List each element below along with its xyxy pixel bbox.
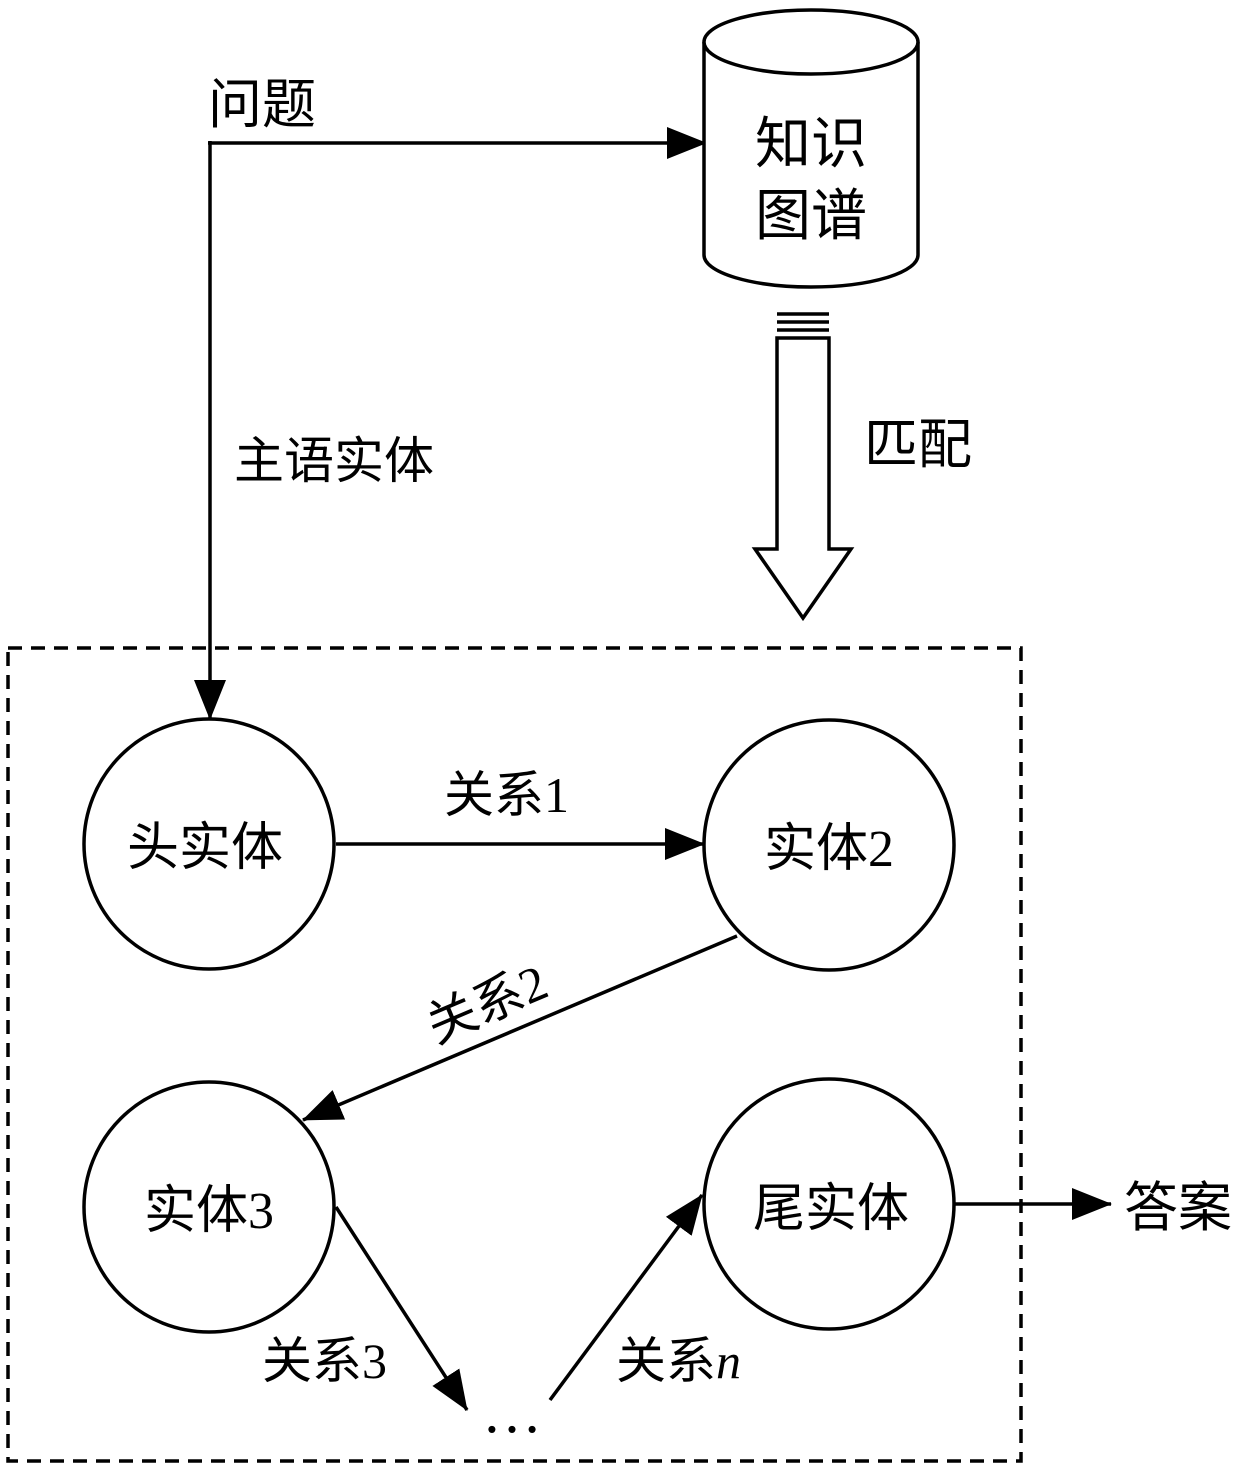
- relation-1-label: 关系1: [444, 767, 569, 823]
- ellipsis-intermediate-nodes: …: [482, 1379, 542, 1445]
- node-entity-3-label: 实体3: [144, 1183, 274, 1240]
- knowledge-graph-database: 知识 图谱: [702, 8, 920, 289]
- relation-n-edge: [548, 1193, 704, 1402]
- node-tail-entity-label: 尾实体: [753, 1181, 909, 1238]
- answer-label: 答案: [1124, 1178, 1232, 1238]
- node-head-entity: 头实体: [82, 717, 336, 971]
- question-label: 问题: [208, 75, 316, 135]
- node-entity-2: 实体2: [702, 718, 956, 972]
- kg-label-line2: 图谱: [755, 186, 867, 248]
- match-arrow: [751, 312, 855, 622]
- relation-n-label: 关系n: [616, 1333, 741, 1389]
- relation-2-edge: [302, 934, 738, 1122]
- subject-entity-label: 主语实体: [234, 433, 434, 489]
- kg-label-line1: 知识: [755, 114, 867, 176]
- relation-n-prefix: 关系: [616, 1333, 716, 1389]
- relation-n-variable: n: [716, 1333, 741, 1389]
- relation-3-label: 关系3: [262, 1333, 387, 1389]
- node-head-entity-label: 头实体: [127, 820, 283, 877]
- relation-2-label: 关系2: [418, 954, 555, 1054]
- node-entity-3: 实体3: [82, 1080, 336, 1334]
- subgraph-boundary: [6, 646, 1023, 1463]
- relation-3-edge: [334, 1206, 469, 1411]
- match-label: 匹配: [864, 415, 972, 475]
- node-entity-2-label: 实体2: [764, 821, 894, 878]
- node-tail-entity: 尾实体: [702, 1077, 956, 1331]
